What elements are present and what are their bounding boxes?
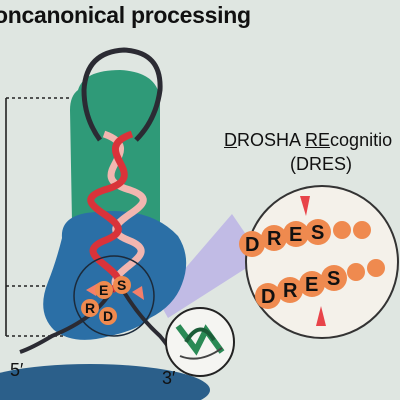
- dres-label-cognition: cognitio: [330, 130, 393, 150]
- zoom-row2-letter-r: R: [283, 280, 298, 302]
- zoom-arrow-bottom: [316, 306, 326, 326]
- dres-label-line2: (DRES): [290, 154, 352, 174]
- zoom-row1-letter-d: D: [245, 234, 259, 256]
- protein-inset: [165, 307, 235, 377]
- zoom-arrow-top: [300, 196, 310, 216]
- diagram-title: oncanonical processing: [0, 2, 251, 28]
- zoom-row2-letter-s: S: [327, 268, 340, 290]
- zoom-row2-letter-e: E: [305, 274, 318, 296]
- dres-label-re: RE: [305, 130, 331, 150]
- recognition-site-circle: [73, 255, 155, 337]
- zoom-row1-letter-s: S: [311, 222, 324, 244]
- motif-arrow-right: [132, 286, 144, 300]
- dres-label-rosha: ROSHA: [237, 130, 306, 150]
- rna-loop: [81, 47, 163, 142]
- zoom-row-1: D R E S: [239, 219, 371, 257]
- dres-label-d: D: [224, 130, 237, 150]
- motif-letter-d: D: [103, 308, 113, 324]
- three-prime-label: 3′: [162, 368, 176, 388]
- five-prime-label: 5′: [10, 360, 24, 380]
- zoom-row2-letter-d: D: [261, 286, 275, 308]
- motif-letters: E S R D: [81, 276, 144, 325]
- zoom-projection: [158, 214, 262, 318]
- zoom-row-2: D R E S: [255, 259, 385, 309]
- zoom-row1-letter-r: R: [267, 228, 282, 250]
- base-blob: [0, 364, 210, 400]
- length-bracket: [5, 97, 70, 337]
- motif-letter-r: R: [85, 300, 95, 316]
- motif-letter-e: E: [99, 282, 108, 298]
- zoom-row1-letter-e: E: [289, 224, 302, 246]
- dres-label-line1: DROSHA REcognitio: [224, 130, 392, 151]
- rna-helix: [87, 130, 147, 293]
- motif-letter-s: S: [117, 277, 126, 293]
